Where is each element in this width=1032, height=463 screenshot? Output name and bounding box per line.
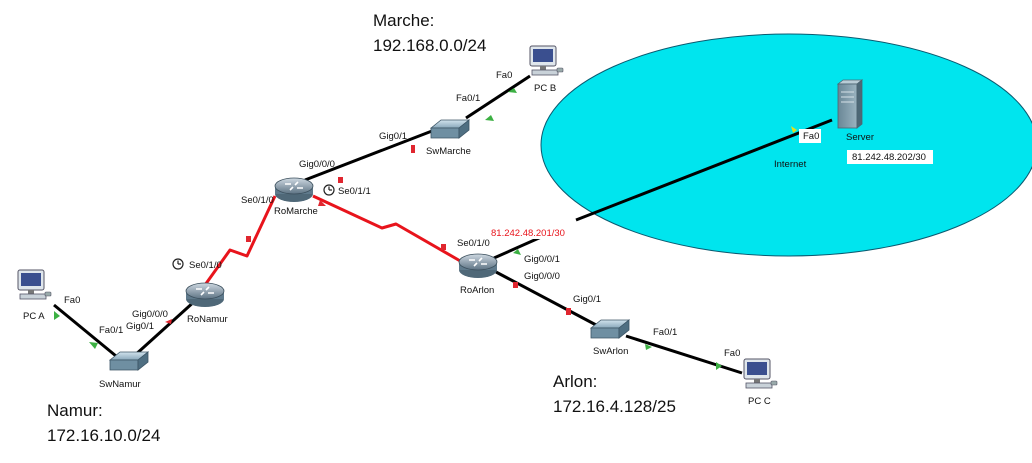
port-label: Fa0 [496,70,512,81]
port-down-marker [513,282,518,288]
port-label: Fa0/1 [99,325,123,336]
server-ip-box [847,150,933,164]
server-port-label: Fa0 [803,131,819,142]
port-down-marker [566,308,571,315]
romarche-label: RoMarche [274,206,318,217]
switch-icon[interactable] [108,351,150,371]
port-label: Gig0/0/0 [524,271,560,282]
port-label: Se0/1/0 [457,238,490,249]
switch-icon[interactable] [429,119,471,139]
port-down-marker [165,319,172,324]
link-romarche-roarlon[interactable] [312,194,463,264]
port-label: Gig0/1 [126,321,154,332]
router-icon[interactable] [274,177,314,202]
router-icon[interactable] [458,253,498,278]
swnamur-label: SwNamur [99,379,141,390]
port-label: Gig0/0/1 [524,254,560,265]
pc-a-label: PC A [23,311,45,322]
swarlon-label: SwArlon [593,346,628,357]
port-label: Fa0 [724,348,740,359]
link-swmarche-pcb[interactable] [465,74,531,120]
port-up-marker [508,88,517,93]
link-roarlon-swarlon[interactable] [495,270,599,328]
network-name: Arlon: [553,372,598,391]
link-swnamur-ronamur[interactable] [132,298,198,358]
port-up-marker [716,362,722,370]
clock-icon [323,184,335,196]
port-up-marker [513,249,521,255]
network-label-marche: Marche: 192.168.0.0/24 [373,8,486,58]
pc-icon[interactable] [529,45,564,76]
pc-icon[interactable] [743,358,778,389]
port-label: Se0/1/1 [338,186,371,197]
pc-icon[interactable] [17,269,52,300]
port-up-marker [89,342,98,349]
port-label: Fa0 [64,295,80,306]
pc-b-label: PC B [534,83,556,94]
port-up-marker [54,311,60,320]
roarlon-label: RoArlon [460,285,494,296]
port-label: Fa0/1 [653,327,677,338]
port-label: Se0/1/0 [241,195,274,206]
port-label: Fa0/1 [456,93,480,104]
switch-icon[interactable] [589,319,631,339]
server-ip-label: 81.242.48.202/30 [852,152,926,163]
port-up-marker [645,344,652,350]
link-romarche-swmarche[interactable] [304,129,433,182]
server-label: Server [846,132,874,143]
server-icon[interactable] [836,79,864,129]
port-label: Gig0/0/0 [132,309,168,320]
clock-icon [172,258,184,270]
port-down-marker [411,145,415,153]
network-subnet: 192.168.0.0/24 [373,36,487,55]
internet-cloud[interactable] [540,33,1032,257]
router-icon[interactable] [185,282,225,307]
port-up-marker [485,115,494,121]
internet-label: Internet [774,159,807,170]
port-label: Gig0/1 [379,131,407,142]
network-label-arlon: Arlon: 172.16.4.128/25 [553,369,676,419]
network-label-namur: Namur: 172.16.10.0/24 [47,398,160,448]
ronamur-label: RoNamur [187,314,228,325]
network-subnet: 172.16.10.0/24 [47,426,161,445]
link-ronamur-romarche[interactable] [203,195,277,286]
port-label: Gig0/0/0 [299,159,335,170]
pc-c-label: PC C [748,396,771,407]
ethernet-links [53,74,833,375]
port-label: Se0/1/0 [189,260,222,271]
link-swarlon-pcc[interactable] [625,334,743,375]
port-down-marker [246,236,251,242]
port-down-marker [441,244,446,250]
network-subnet: 172.16.4.128/25 [553,397,676,416]
roarlon-wan-label: 81.242.48.201/30 [491,228,565,239]
roarlon-wan-box [486,226,568,239]
link-cloud-server[interactable] [575,118,833,222]
port-down-marker [338,177,343,183]
serial-links [203,194,463,286]
network-name: Namur: [47,401,103,420]
port-label: Gig0/1 [573,294,601,305]
port-markers [54,88,797,370]
network-name: Marche: [373,11,435,30]
server-fa0-box [799,129,821,143]
port-down-marker [318,200,326,206]
link-pca-swnamur[interactable] [53,303,117,358]
port-up-marker [791,126,797,133]
swmarche-label: SwMarche [426,146,471,157]
